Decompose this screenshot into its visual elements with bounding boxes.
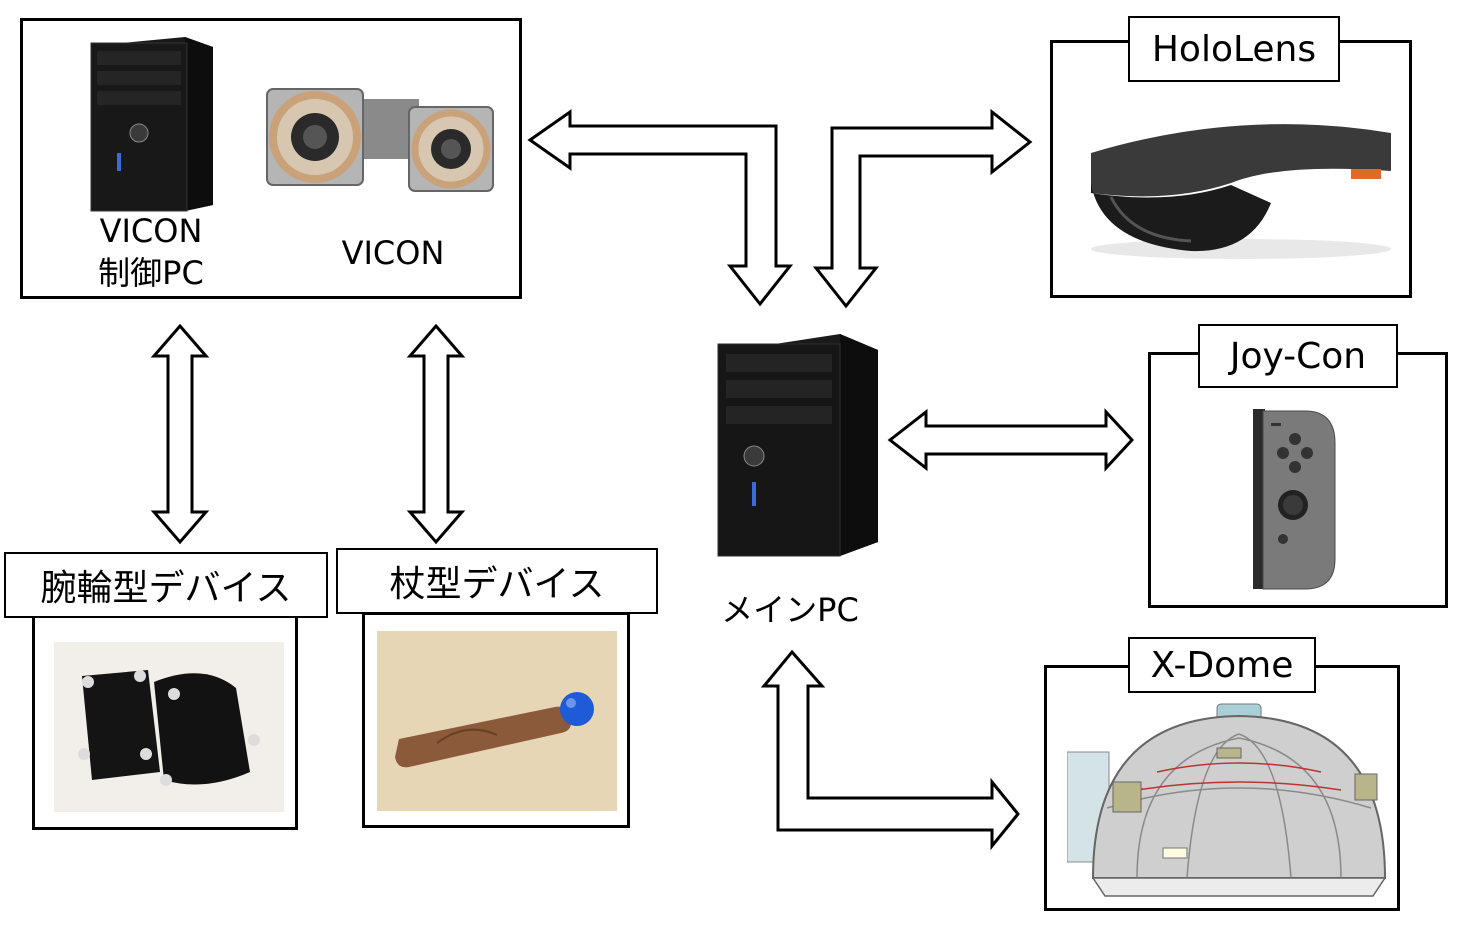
wristband-title: 腕輪型デバイス <box>4 552 328 618</box>
xdome-image <box>1067 703 1387 897</box>
vicon-camera-image <box>266 88 494 192</box>
hololens-box <box>1050 40 1412 298</box>
staff-image <box>377 631 617 811</box>
staff-title: 杖型デバイス <box>336 548 658 614</box>
main-pc-label: メインPC <box>721 591 859 629</box>
hololens-title: HoloLens <box>1128 16 1340 82</box>
wristband-box <box>32 614 298 830</box>
vicon-control-pc-label-line2: 制御PC <box>98 253 204 292</box>
wristband-image <box>54 642 284 812</box>
main-pc-image <box>717 334 878 557</box>
vicon-control-pc-label: VICON 制御PC <box>81 211 221 294</box>
joycon-title: Joy-Con <box>1198 324 1398 388</box>
vicon-camera-label: VICON <box>341 234 445 272</box>
arrow-main-joycon <box>887 408 1135 472</box>
staff-box <box>362 612 630 828</box>
xdome-box <box>1044 665 1400 911</box>
hololens-image <box>1091 124 1391 259</box>
xdome-title: X-Dome <box>1128 637 1316 693</box>
arrow-vicon-staff <box>406 323 466 545</box>
joycon-image <box>1253 409 1336 590</box>
joycon-box <box>1148 352 1448 608</box>
arrow-main-hololens <box>812 108 1033 309</box>
arrow-vicon-main <box>527 109 794 307</box>
vicon-control-pc-label-line1: VICON <box>99 212 203 250</box>
vicon-group-box: VICON 制御PC VICON <box>20 18 522 299</box>
vicon-control-pc-image <box>90 37 213 212</box>
arrow-vicon-wristband <box>150 323 210 545</box>
arrow-main-xdome <box>760 649 1020 851</box>
